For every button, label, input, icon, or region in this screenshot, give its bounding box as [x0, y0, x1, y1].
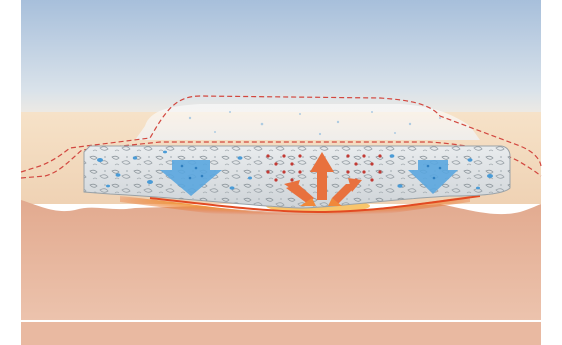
lower-ground	[21, 322, 541, 345]
sky-background	[21, 0, 541, 120]
expanded-layer-ghost	[135, 104, 480, 140]
